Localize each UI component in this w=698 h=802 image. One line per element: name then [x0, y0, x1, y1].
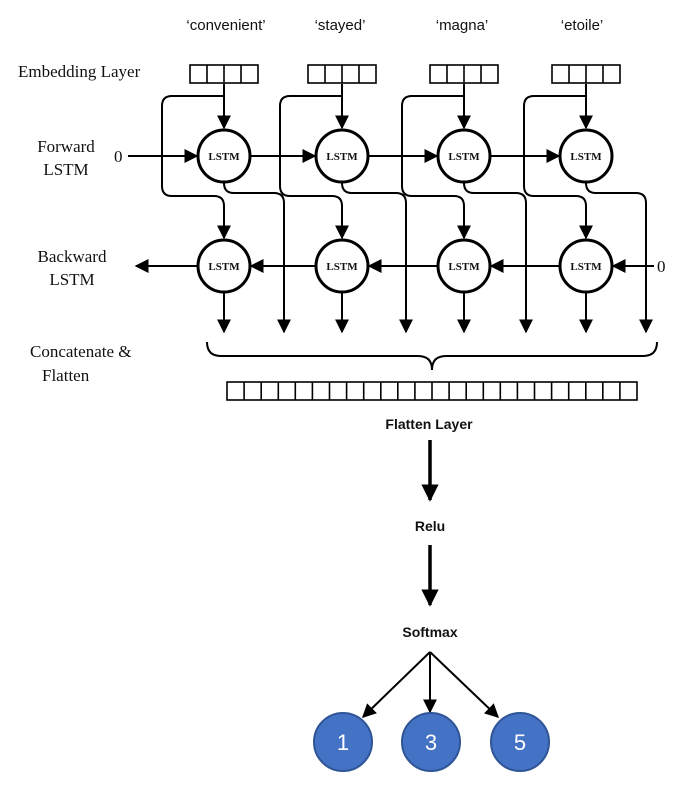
forward-lstm-cell-3: LSTM [436, 128, 492, 184]
embed-to-backward-paths [161, 95, 593, 240]
backward-output-arrows [217, 293, 593, 334]
output-node-1: 1 [313, 712, 373, 772]
output-node-3: 3 [401, 712, 461, 772]
forward-lstm-cell-2: LSTM [314, 128, 370, 184]
flatten-layer-label: Flatten Layer [385, 416, 473, 432]
forward-lstm-label-line1: Forward [37, 137, 95, 156]
svg-text:LSTM: LSTM [448, 261, 480, 273]
backward-lstm-label-line2: LSTM [49, 270, 94, 289]
word-label-2: ‘stayed’ [315, 17, 366, 34]
forward-lstm-label-line2: LSTM [43, 160, 88, 179]
embedding-layer-label: Embedding Layer [18, 62, 141, 81]
relu-label: Relu [415, 518, 445, 534]
softmax-output-arrows [361, 651, 500, 718]
svg-text:LSTM: LSTM [326, 151, 358, 163]
svg-text:1: 1 [337, 730, 349, 755]
svg-text:LSTM: LSTM [208, 151, 240, 163]
backward-lstm-cell-2: LSTM [314, 238, 370, 294]
embed-to-forward-arrows [217, 84, 593, 130]
embedding-vector-3 [429, 64, 499, 84]
embedding-vector-4 [551, 64, 621, 84]
embedding-vector-1 [189, 64, 259, 84]
svg-text:LSTM: LSTM [326, 261, 358, 273]
output-node-5: 5 [490, 712, 550, 772]
backward-lstm-cell-4: LSTM [558, 238, 614, 294]
backward-lstm-cell-3: LSTM [436, 238, 492, 294]
forward-lstm-cell-4: LSTM [558, 128, 614, 184]
forward-initial-state: 0 [114, 147, 123, 166]
word-label-4: ‘etoile’ [561, 17, 604, 34]
word-label-1: ‘convenient’ [186, 17, 265, 34]
backward-lstm-label-line1: Backward [38, 247, 107, 266]
svg-text:LSTM: LSTM [448, 151, 480, 163]
backward-initial-state: 0 [657, 257, 666, 276]
svg-text:3: 3 [425, 730, 437, 755]
word-label-3: ‘magna’ [436, 17, 489, 34]
concat-flatten-label-line1: Concatenate & [30, 342, 132, 361]
softmax-label: Softmax [402, 624, 457, 640]
concat-flatten-label-line2: Flatten [42, 366, 90, 385]
embedding-vector-2 [307, 64, 377, 84]
svg-text:5: 5 [514, 730, 526, 755]
forward-lstm-cell-1: LSTM [196, 128, 252, 184]
concat-brace [206, 341, 658, 371]
svg-text:LSTM: LSTM [570, 261, 602, 273]
forward-output-paths [223, 182, 653, 334]
backward-lstm-cell-1: LSTM [196, 238, 252, 294]
flatten-vector [226, 381, 638, 401]
svg-text:LSTM: LSTM [570, 151, 602, 163]
svg-text:LSTM: LSTM [208, 261, 240, 273]
